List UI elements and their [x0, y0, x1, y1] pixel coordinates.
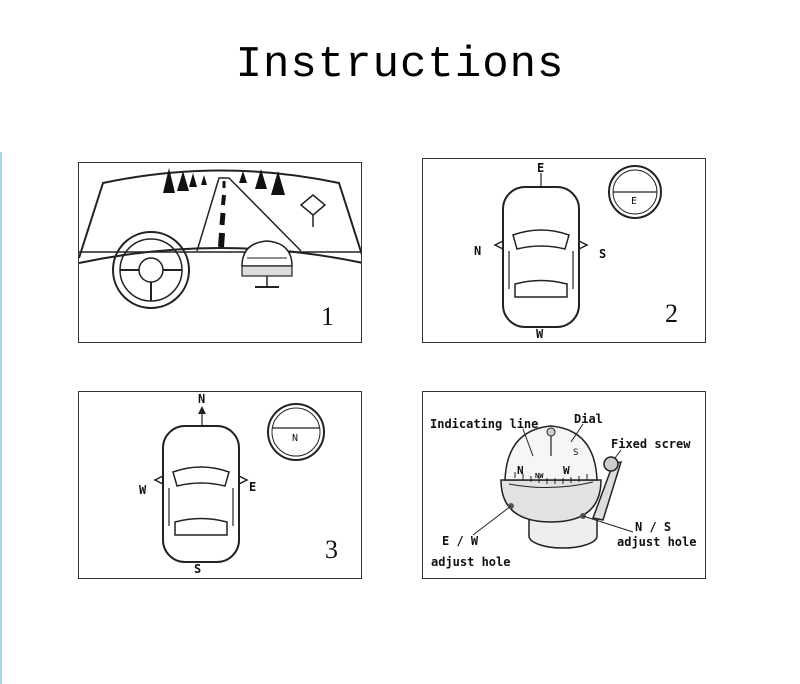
direction-right: E: [249, 480, 257, 494]
panel-4-compass-parts: Indicating line Dial Fixed screw N / S a…: [422, 391, 706, 579]
dial-mark-w: W: [563, 464, 570, 477]
panel-1-dashboard-view: 1: [78, 162, 362, 343]
panel-2-number: 2: [665, 299, 678, 328]
direction-left: W: [139, 483, 147, 497]
direction-bottom: W: [536, 327, 544, 341]
panel-3-facing-north: N W E S N 3: [78, 391, 362, 579]
direction-top: E: [537, 161, 545, 175]
direction-left: N: [474, 244, 482, 258]
direction-top: N: [198, 392, 206, 406]
dial-mark-nw: NW: [535, 472, 544, 480]
car-top-view-3: [153, 403, 325, 563]
dashboard-illustration: [79, 168, 361, 309]
dial-letter: N: [292, 433, 299, 444]
direction-bottom: S: [194, 562, 202, 576]
panel-3-number: 3: [325, 535, 338, 564]
car-top-view-2: [493, 165, 662, 328]
page-title: Instructions: [235, 40, 565, 90]
label-ns-adjust-1: N / S: [635, 520, 672, 534]
left-edge-rule: [0, 152, 2, 684]
label-ew-adjust-2: adjust hole: [431, 555, 511, 569]
dial-letter: E: [631, 196, 638, 207]
direction-right: S: [599, 247, 607, 261]
dial-mark-s: S: [573, 448, 579, 458]
panel-1-number: 1: [321, 302, 334, 331]
label-fixed-screw: Fixed screw: [611, 437, 691, 451]
panel-2-facing-east: E N S W E 2: [422, 158, 706, 343]
compass-diagram: [472, 423, 634, 549]
dial-mark-n: N: [517, 464, 524, 477]
label-indicating-line: Indicating line: [430, 417, 539, 431]
label-ns-adjust-2: adjust hole: [617, 535, 697, 549]
label-ew-adjust-1: E / W: [442, 534, 479, 548]
label-dial: Dial: [574, 412, 603, 426]
